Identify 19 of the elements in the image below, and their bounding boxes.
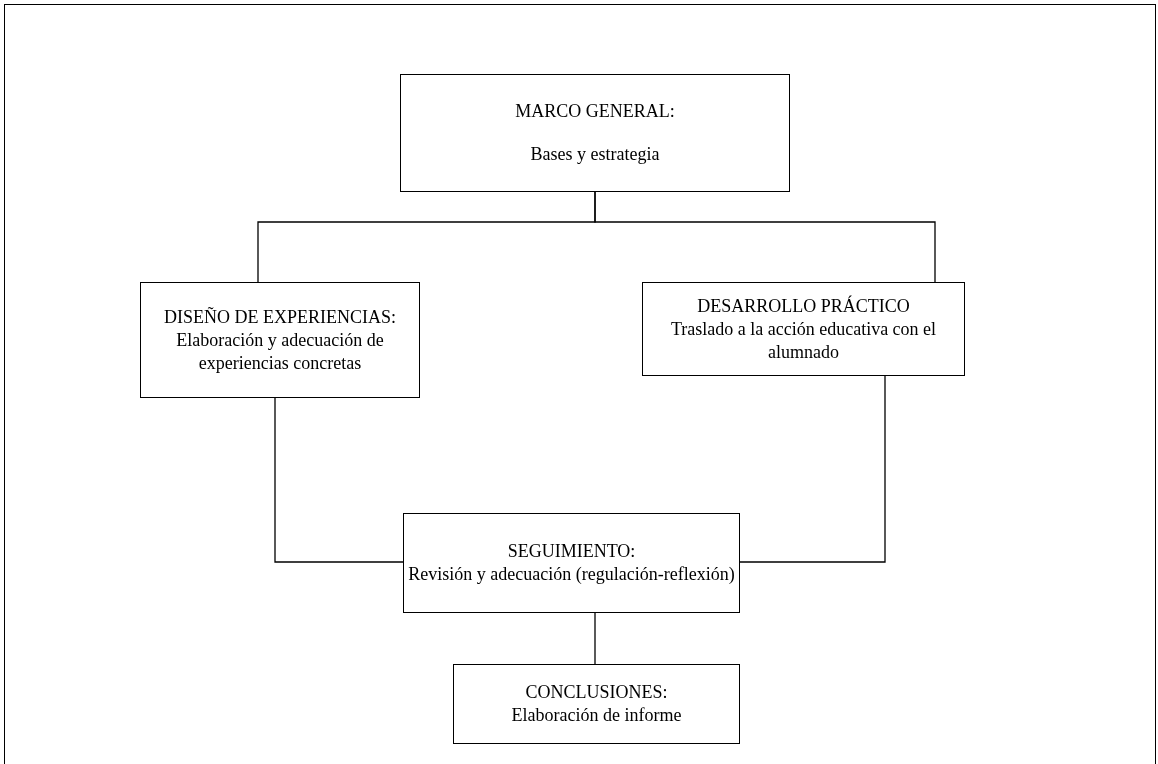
connector-line [274, 397, 404, 563]
box-heading: DISEÑO DE EXPERIENCIAS: [164, 305, 396, 329]
box-text: Revisión y adecuación (regulación-reflexión) [408, 563, 735, 586]
process-box [642, 282, 965, 376]
connector-line [594, 612, 596, 665]
box-heading: SEGUIMIENTO: [507, 540, 636, 563]
box-text: Elaboración y adecuación de experiencias concretas [175, 328, 385, 375]
connector-line [739, 375, 886, 563]
box-text: Bases y estrategia [530, 143, 660, 166]
connector-line [594, 191, 936, 283]
process-box [140, 282, 420, 398]
box-text: Elaboración de informe [511, 704, 682, 727]
box-heading: MARCO GENERAL: [515, 100, 675, 123]
process-box [403, 513, 740, 613]
box-text: Traslado a la acción educativa con el alumnado [669, 317, 938, 364]
process-box [400, 74, 790, 192]
process-box [453, 664, 740, 744]
box-heading: CONCLUSIONES: [525, 681, 668, 704]
box-heading: DESARROLLO PRÁCTICO [697, 294, 910, 318]
